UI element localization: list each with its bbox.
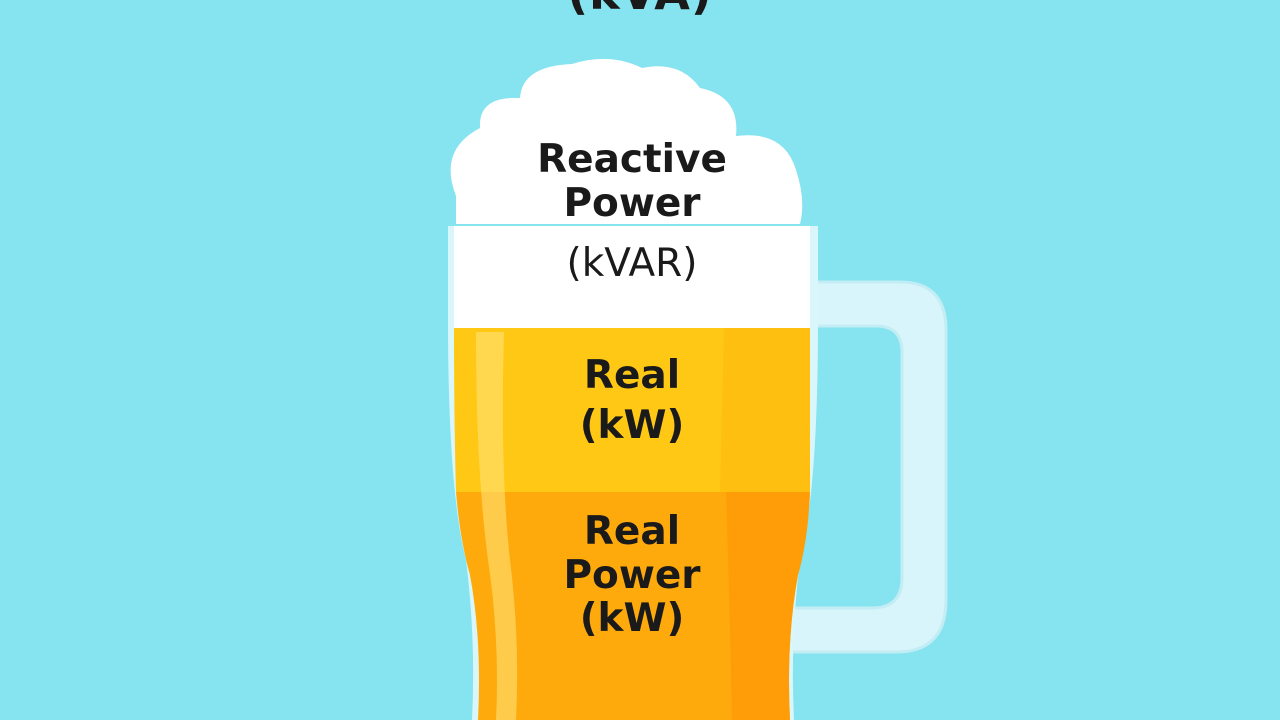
beer-lower-shade — [726, 492, 810, 720]
lower-beer-label: Real Power (kW) — [563, 510, 700, 641]
beer-upper-shade — [720, 328, 810, 492]
lower-beer-label-line2: Power — [563, 552, 701, 598]
mug-handle — [788, 280, 948, 654]
lower-beer-label-line3: (kW) — [579, 596, 685, 642]
foam-cloud — [450, 58, 803, 224]
foam-band — [454, 226, 810, 328]
beer-lower-layer — [456, 492, 810, 720]
foam-unit-label: (kVAR) — [566, 241, 698, 286]
foam-label: Reactive Power — [537, 138, 727, 225]
upper-beer-label-line1: Real — [583, 353, 681, 398]
foam-label-line2: Power — [563, 180, 701, 226]
foam-label-line1: Reactive — [537, 137, 727, 182]
upper-beer-label: Real (kW) — [580, 354, 685, 447]
lower-beer-label-line1: Real — [583, 509, 681, 554]
top-label: (kVA) — [567, 0, 713, 20]
glass-highlight — [476, 332, 518, 720]
upper-beer-label-line2: (kW) — [579, 402, 685, 448]
